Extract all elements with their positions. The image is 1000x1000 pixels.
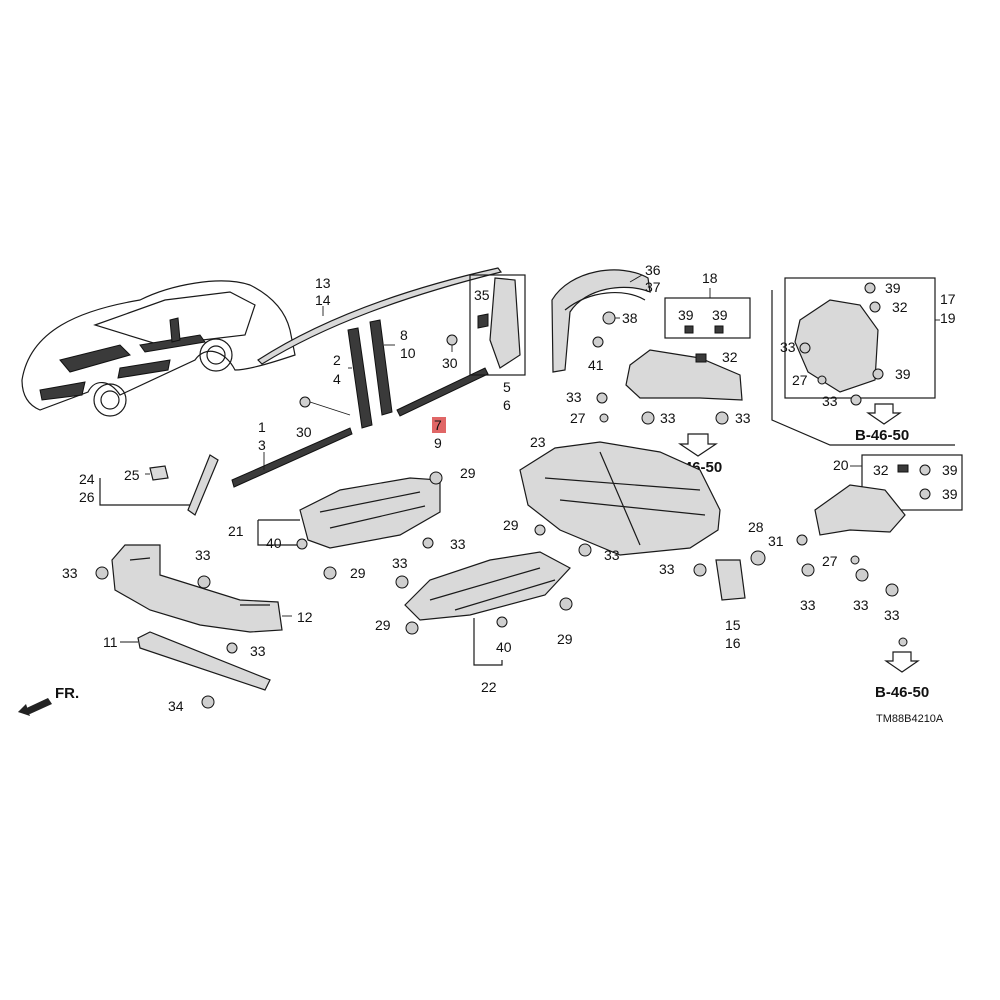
label-30-right: 30 xyxy=(442,355,458,371)
label-12: 12 xyxy=(297,609,313,625)
front-direction-marker: FR. xyxy=(18,685,79,716)
label-19: 19 xyxy=(940,310,956,326)
label-41: 41 xyxy=(588,357,604,373)
label-29-b: 29 xyxy=(503,517,519,533)
label-4: 4 xyxy=(333,371,341,387)
label-14: 14 xyxy=(315,292,331,308)
label-9: 9 xyxy=(434,435,442,451)
label-20: 20 xyxy=(833,457,849,473)
label-39-e: 39 xyxy=(942,462,958,478)
car-overview xyxy=(21,280,296,417)
label-33-c: 33 xyxy=(735,410,751,426)
under-cover-22: 33 29 29 40 22 xyxy=(375,551,573,695)
label-33-b: 33 xyxy=(660,410,676,426)
label-2: 2 xyxy=(333,352,341,368)
label-33-d: 33 xyxy=(780,339,796,355)
label-27-a: 27 xyxy=(570,410,586,426)
label-3: 3 xyxy=(258,437,266,453)
label-35: 35 xyxy=(474,287,490,303)
label-21: 21 xyxy=(228,523,244,539)
label-32-b: 32 xyxy=(892,299,908,315)
label-29-e: 29 xyxy=(557,631,573,647)
label-27-c: 27 xyxy=(822,553,838,569)
label-39-a: 39 xyxy=(678,307,694,323)
diagram-code: TM88B4210A xyxy=(876,713,944,725)
label-28: 28 xyxy=(748,519,764,535)
roof-molding: 13 14 xyxy=(257,267,503,365)
label-15: 15 xyxy=(725,617,741,633)
label-39-c: 39 xyxy=(885,280,901,296)
label-29-a: 29 xyxy=(460,465,476,481)
splash-shield-20: 20 32 39 39 31 27 33 33 33 B-46-50 xyxy=(768,454,963,701)
quarter-garnish: 24 26 25 xyxy=(79,454,219,516)
label-34: 34 xyxy=(168,698,184,714)
label-33-k: 33 xyxy=(884,607,900,623)
ref-b4650-right: B-46-50 xyxy=(875,684,929,701)
rear-pillar-garnish: 35 5 6 xyxy=(469,274,526,413)
door-molding: 1 3 7 9 xyxy=(231,367,489,488)
label-11: 11 xyxy=(103,634,118,650)
label-8: 8 xyxy=(400,327,408,343)
front-lower-cover-12: 33 33 12 33 xyxy=(62,544,313,659)
clip-30: 30 30 xyxy=(296,334,458,440)
label-33-n: 33 xyxy=(250,643,266,659)
label-31: 31 xyxy=(768,533,784,549)
label-39-b: 39 xyxy=(712,307,728,323)
label-33-e: 33 xyxy=(822,393,838,409)
label-33-a: 33 xyxy=(566,389,582,405)
label-6: 6 xyxy=(503,397,511,413)
label-33-o: 33 xyxy=(392,555,408,571)
label-30-left: 30 xyxy=(296,424,312,440)
label-33-m: 33 xyxy=(195,547,211,563)
label-32-c: 32 xyxy=(873,462,889,478)
label-39-f: 39 xyxy=(942,486,958,502)
label-37: 37 xyxy=(645,279,661,295)
ref-b4650-top-right: B-46-50 xyxy=(855,427,909,444)
label-33-l: 33 xyxy=(62,565,78,581)
splash-shield-17: 39 32 17 19 33 27 39 33 B-46-50 xyxy=(771,277,956,446)
lower-molding-11: 11 34 xyxy=(103,631,271,714)
label-38: 38 xyxy=(622,310,638,326)
label-40-a: 40 xyxy=(266,535,282,551)
label-25: 25 xyxy=(124,467,140,483)
label-40-b: 40 xyxy=(496,639,512,655)
label-26: 26 xyxy=(79,489,95,505)
label-7: 7 xyxy=(434,417,442,433)
label-33-g: 33 xyxy=(604,547,620,563)
under-cover-23: 23 29 33 33 xyxy=(503,434,721,577)
label-7-highlight xyxy=(432,417,446,433)
fender-liner: 36 37 38 41 xyxy=(551,262,661,373)
label-16: 16 xyxy=(725,635,741,651)
label-17: 17 xyxy=(940,291,956,307)
pillar-garnish: 2 4 8 10 xyxy=(333,319,416,429)
label-5: 5 xyxy=(503,379,511,395)
label-39-d: 39 xyxy=(895,366,911,382)
label-36: 36 xyxy=(645,262,661,278)
label-33-f: 33 xyxy=(450,536,466,552)
label-29-c: 29 xyxy=(350,565,366,581)
under-cover-21: 29 21 40 33 29 xyxy=(228,465,476,581)
label-33-h: 33 xyxy=(659,561,675,577)
label-13: 13 xyxy=(315,275,331,291)
label-1: 1 xyxy=(258,419,266,435)
label-33-j: 33 xyxy=(853,597,869,613)
label-27-b: 27 xyxy=(792,372,808,388)
label-32-a: 32 xyxy=(722,349,738,365)
label-10: 10 xyxy=(400,345,416,361)
bracket-15: 28 15 16 xyxy=(715,519,766,651)
label-24: 24 xyxy=(79,471,95,487)
front-label: FR. xyxy=(55,685,79,702)
label-29-d: 29 xyxy=(375,617,391,633)
label-22: 22 xyxy=(481,679,497,695)
label-18: 18 xyxy=(702,270,718,286)
label-23: 23 xyxy=(530,434,546,450)
label-33-i: 33 xyxy=(800,597,816,613)
